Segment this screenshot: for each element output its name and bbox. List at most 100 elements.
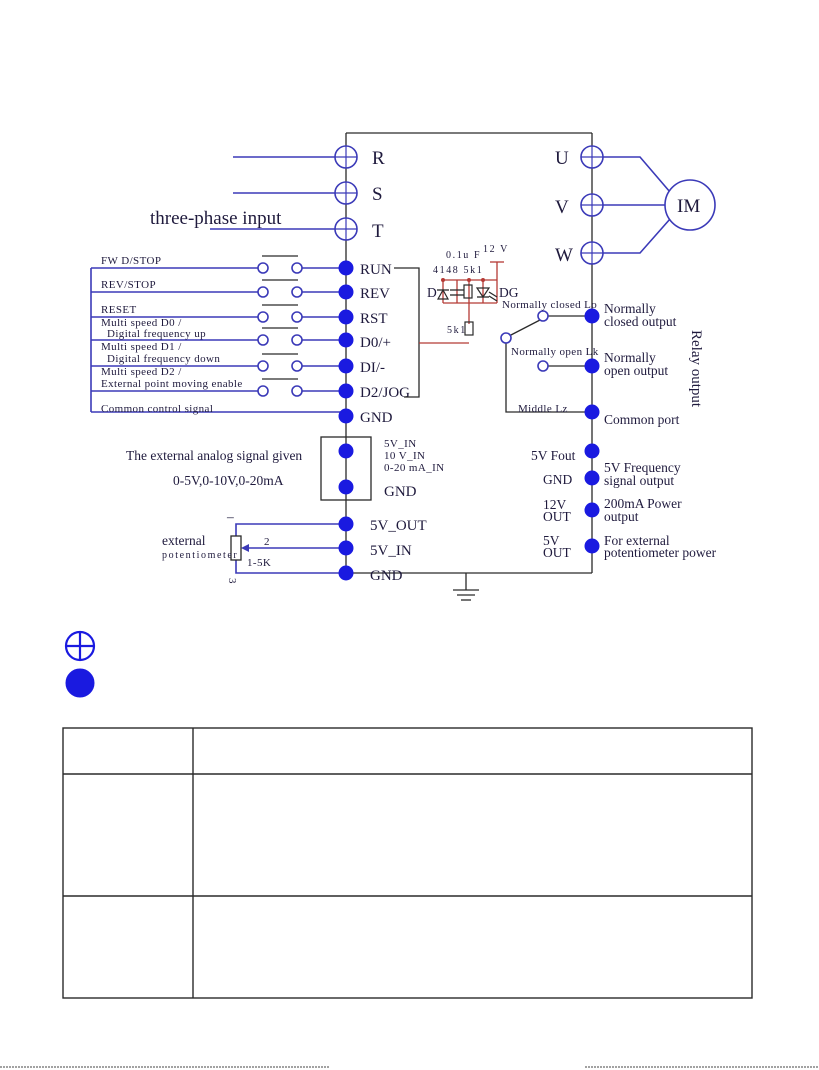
common-port-label: Common port xyxy=(604,412,680,427)
pot-pin3: 3 xyxy=(226,578,238,584)
power-desc-line1: 200mA Power xyxy=(604,496,682,511)
output-terminal-dots xyxy=(584,443,600,554)
analog-gnd: GND xyxy=(384,484,417,500)
opto-parts: 4148 5k1 xyxy=(433,265,483,276)
opto-12v: 12 V xyxy=(483,244,509,255)
terminal-v xyxy=(580,193,604,217)
nc-output-line2: closed output xyxy=(604,314,677,329)
v5-line1: 5V xyxy=(543,533,560,548)
analog-range: 0-5V,0-10V,0-20mA xyxy=(173,473,284,488)
ground-symbol xyxy=(453,573,479,601)
terminal-gnd-bottom: GND xyxy=(370,568,403,584)
relay-nc-contact xyxy=(537,310,549,322)
relay-pivot xyxy=(500,332,512,344)
v12-line2: OUT xyxy=(543,509,571,524)
pot-pin2: 2 xyxy=(264,536,270,548)
potentiometer-wiring xyxy=(235,523,346,574)
label-d0-line1: Multi speed D0 / xyxy=(101,317,182,329)
v12-line1: 12V xyxy=(543,497,567,512)
switch-d2 xyxy=(257,378,303,397)
terminal-t xyxy=(334,217,358,241)
terminal-v-label: V xyxy=(555,197,569,218)
analog-5v-in: 5V_IN xyxy=(384,438,417,450)
control-terminal-dots xyxy=(338,260,354,424)
pot-name: external xyxy=(162,533,206,548)
terminal-5v-out: 5V_OUT xyxy=(370,518,427,534)
relay-contacts xyxy=(505,315,592,413)
input-leads xyxy=(210,156,335,230)
fout-desc-line2: signal output xyxy=(604,473,674,488)
terminal-d2: D2/JOG xyxy=(360,385,410,401)
potentiometer-resistor xyxy=(230,535,242,561)
label-reset: RESET xyxy=(101,304,137,316)
terminal-table xyxy=(62,727,753,999)
opto-dg: DG xyxy=(499,285,519,300)
pot-sub: potentiometer xyxy=(162,550,238,561)
motor-circle xyxy=(664,179,716,231)
analog-20ma-in: 0-20 mA_IN xyxy=(384,462,445,474)
label-d2-line2: External point moving enable xyxy=(101,378,243,390)
terminal-s xyxy=(334,181,358,205)
analog-10v-in: 10 V_IN xyxy=(384,450,425,462)
no-output-line2: open output xyxy=(604,363,668,378)
terminal-w-label: W xyxy=(555,245,573,266)
label-rev: REV/STOP xyxy=(101,279,156,291)
terminal-rev-label: REV xyxy=(360,286,390,302)
terminal-t-label: T xyxy=(372,221,384,242)
three-phase-input-label: three-phase input xyxy=(150,208,282,229)
relay-no-label: Normally open Lk xyxy=(511,346,599,358)
switch-rev xyxy=(257,279,303,298)
fout-label: 5V Fout xyxy=(531,448,576,463)
relay-output-label: Relay output xyxy=(688,330,704,408)
switch-d1 xyxy=(257,353,303,372)
opto-cap: 0.1u F xyxy=(446,250,481,261)
terminal-r xyxy=(334,145,358,169)
switch-reset xyxy=(257,304,303,323)
label-d1-line1: Multi speed D1 / xyxy=(101,341,182,353)
label-d0-line2: Digital frequency up xyxy=(107,328,206,340)
switch-d0 xyxy=(257,327,303,346)
label-d1-line2: Digital frequency down xyxy=(107,353,220,365)
terminal-run: RUN xyxy=(360,262,392,278)
input-wiring xyxy=(90,267,346,413)
ext-desc-line1: For external xyxy=(604,533,670,548)
analog-terminal-dots xyxy=(338,443,354,495)
ext-desc-line2: potentiometer power xyxy=(604,545,717,560)
internal-bracket xyxy=(394,267,469,398)
label-d2-line1: Multi speed D2 / xyxy=(101,366,182,378)
potentiometer-dots xyxy=(338,516,354,581)
relay-middle-label: Middle Lz xyxy=(518,403,568,415)
motor-label: IM xyxy=(677,196,700,217)
terminal-d0: D0/+ xyxy=(360,335,391,351)
right-terminal-dots xyxy=(584,308,600,420)
terminal-gnd: GND xyxy=(360,410,393,426)
switch-fwd xyxy=(257,255,303,274)
pot-pin1-mark: – xyxy=(226,509,234,524)
label-common: Common control signal xyxy=(101,403,213,415)
label-fwd: FW D/STOP xyxy=(101,255,161,267)
no-output-line1: Normally xyxy=(604,350,656,365)
motor-leads xyxy=(603,156,671,254)
legend-main-terminal-icon xyxy=(64,630,96,662)
fout-desc-line1: 5V Frequency xyxy=(604,460,681,475)
out-gnd-label: GND xyxy=(543,472,572,487)
relay-nc-label: Normally closed Lo xyxy=(502,299,597,311)
analog-input-box xyxy=(320,436,372,501)
terminal-u-label: U xyxy=(555,148,569,169)
opto-res: 5k1 xyxy=(447,325,467,336)
terminal-5v-in: 5V_IN xyxy=(370,543,412,559)
terminal-w xyxy=(580,241,604,265)
power-desc-line2: output xyxy=(604,509,639,524)
terminal-d1: DI/- xyxy=(360,360,385,376)
terminal-s-label: S xyxy=(372,184,383,205)
relay-no-contact xyxy=(537,360,549,372)
analog-title: The external analog signal given xyxy=(126,448,302,463)
pot-value: 1-5K xyxy=(247,557,271,569)
terminal-r-label: R xyxy=(372,148,385,169)
optocoupler xyxy=(436,261,504,336)
legend-control-terminal-icon xyxy=(65,668,95,698)
opto-d: D xyxy=(427,285,437,300)
terminal-u xyxy=(580,145,604,169)
v5-line2: OUT xyxy=(543,545,571,560)
